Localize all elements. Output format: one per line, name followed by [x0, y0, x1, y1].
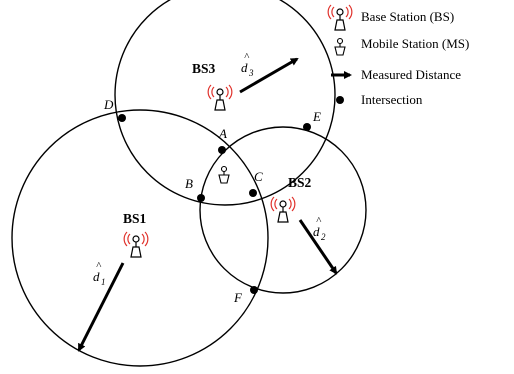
bs3-range-circle: [114, 0, 336, 206]
svg-text:1: 1: [101, 277, 106, 287]
legend-base-station-icon: [327, 4, 353, 31]
point-label-f: F: [233, 290, 243, 305]
bs2-antenna-icon: [270, 196, 296, 223]
legend: Base Station (BS) Mobile Station (MS) Me…: [327, 4, 469, 107]
bs2-label: BS2: [288, 175, 312, 190]
svg-text:d: d: [313, 224, 320, 239]
bs2-range-circle: [199, 126, 367, 294]
svg-text:^: ^: [316, 215, 322, 227]
point-label-d: D: [103, 97, 114, 112]
intersection-a-dot: [218, 146, 226, 154]
bs1-range-circle: [11, 109, 269, 367]
point-label-e: E: [312, 109, 321, 124]
intersection-d-dot: [118, 114, 126, 122]
legend-base-station-label: Base Station (BS): [361, 9, 454, 24]
svg-text:^: ^: [244, 51, 250, 63]
legend-measured-distance-label: Measured Distance: [361, 67, 461, 82]
svg-text:^: ^: [96, 260, 102, 272]
point-label-b: B: [185, 176, 193, 191]
svg-text:2: 2: [321, 232, 326, 242]
svg-text:d: d: [93, 269, 100, 284]
svg-text:d: d: [241, 60, 248, 75]
legend-mobile-station-icon: [334, 37, 346, 56]
d2-arrow: [298, 219, 338, 275]
intersection-e-dot: [303, 123, 311, 131]
point-label-c: C: [254, 169, 263, 184]
bs1-antenna-icon: [123, 231, 149, 258]
d3-label: ^ d 3: [241, 51, 254, 78]
d1-label: ^ d 1: [93, 260, 106, 287]
intersection-b-dot: [197, 194, 205, 202]
bs1-label: BS1: [123, 211, 147, 226]
svg-text:3: 3: [248, 68, 254, 78]
intersection-f-dot: [250, 286, 258, 294]
d3-arrow: [239, 57, 299, 94]
legend-intersection-dot: [336, 96, 344, 104]
point-label-a: A: [218, 126, 227, 141]
legend-mobile-station-label: Mobile Station (MS): [361, 36, 469, 51]
mobile-station-icon: [218, 165, 230, 184]
intersection-c-dot: [249, 189, 257, 197]
d2-label: ^ d 2: [313, 215, 326, 242]
legend-intersection-label: Intersection: [361, 92, 423, 107]
bs3-label: BS3: [192, 61, 216, 76]
d1-arrow: [77, 262, 125, 352]
bs3-antenna-icon: [207, 84, 233, 111]
